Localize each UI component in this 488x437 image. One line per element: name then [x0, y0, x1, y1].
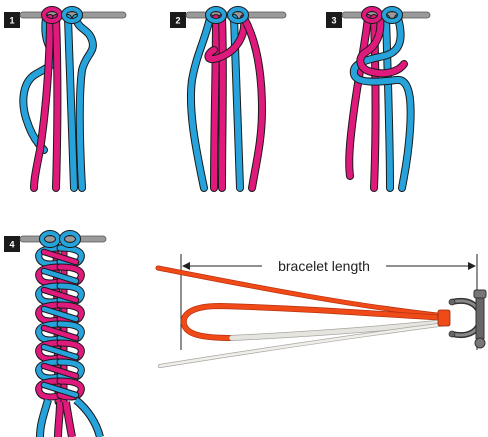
step-1-label: 1 — [9, 16, 14, 26]
shackle-icon — [438, 290, 486, 348]
measure-arrow-right — [468, 262, 476, 270]
step-3-panel: 3 — [326, 9, 430, 188]
step-4-magenta-tail-a — [58, 402, 60, 437]
step-2-panel: 2 — [170, 9, 286, 188]
step-4-panel: 4 — [4, 233, 106, 437]
step-4-braid — [39, 244, 82, 402]
step-2-magenta-cord-b — [222, 18, 223, 188]
measure-label: bracelet length — [278, 258, 370, 274]
step-1-panel: 1 — [4, 9, 126, 188]
step-2-cyan-left-cord — [191, 18, 210, 188]
step-4-magenta-tail-b — [66, 402, 72, 437]
step-4-label: 4 — [9, 240, 14, 250]
step-2-label: 2 — [175, 16, 180, 26]
measurement-panel: bracelet length — [158, 254, 486, 366]
step-2-magenta-cord-a — [214, 18, 216, 188]
step-3-label: 3 — [331, 16, 336, 26]
measure-arrow-left — [182, 262, 190, 270]
